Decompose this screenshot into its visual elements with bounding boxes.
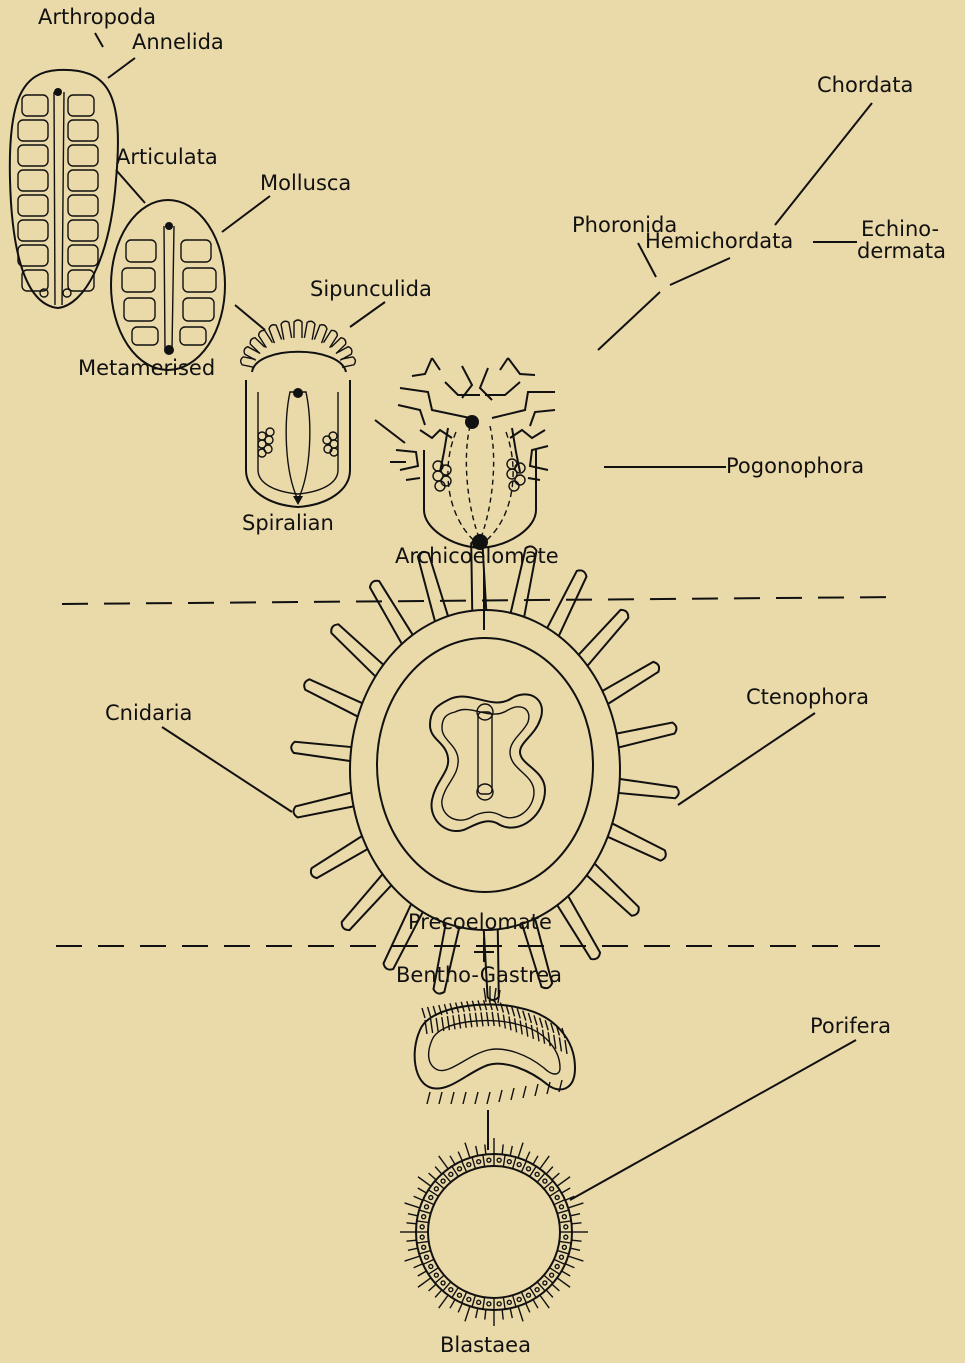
spiralian-organism — [241, 320, 356, 507]
annelid-organism — [10, 70, 118, 308]
gonad-cluster — [433, 459, 525, 491]
grade-separator-upper — [62, 597, 900, 604]
label-pogonophora: Pogonophora — [726, 454, 864, 478]
label-mollusca: Mollusca — [260, 171, 351, 195]
label-articulata: Articulata — [116, 145, 218, 169]
label-bentho-gastrea: Bentho-Gastrea — [396, 963, 562, 987]
label-arthropoda: Arthropoda — [38, 5, 156, 29]
label-precoelomate: Precoelomate — [408, 910, 552, 934]
gonad-cluster — [258, 428, 338, 457]
label-chordata: Chordata — [817, 73, 913, 97]
label-archicoelomate: Archicoelomate — [395, 544, 559, 568]
label-echinodermata-line1: Echino- — [861, 217, 939, 241]
label-blastaea: Blastaea — [440, 1333, 531, 1357]
articulata-organism — [111, 200, 225, 370]
label-annelida: Annelida — [132, 30, 224, 54]
blastaea-organism — [400, 1138, 588, 1326]
label-echinodermata-line2: dermata — [857, 239, 946, 263]
bentho-gastrea-organism — [415, 986, 575, 1104]
label-hemichordata: Hemichordata — [645, 229, 793, 253]
label-porifera: Porifera — [810, 1014, 891, 1038]
label-spiralian: Spiralian — [242, 511, 334, 535]
archicoelomate-organism — [390, 358, 555, 550]
label-metamerised: Metamerised — [78, 356, 215, 380]
label-sipunculida: Sipunculida — [310, 277, 432, 301]
label-ctenophora: Ctenophora — [746, 685, 869, 709]
label-cnidaria: Cnidaria — [105, 701, 192, 725]
